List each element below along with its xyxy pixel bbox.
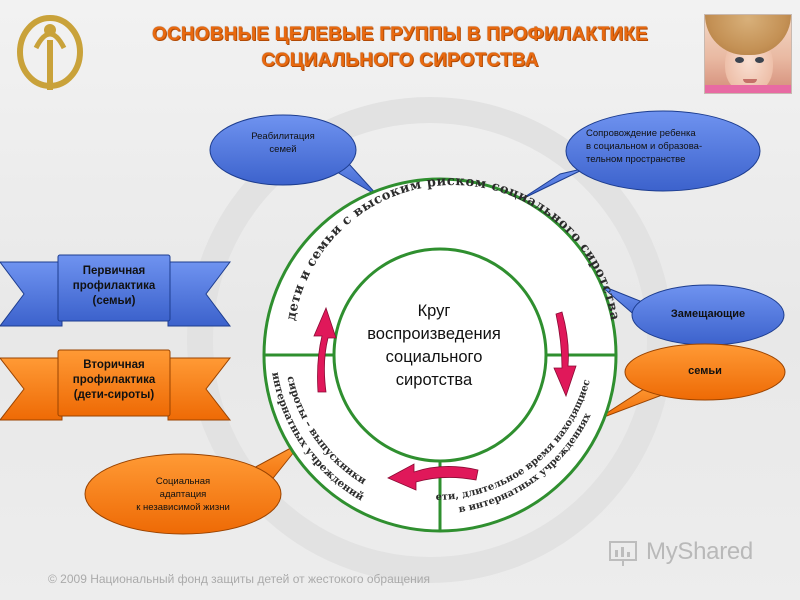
bubble-support xyxy=(519,110,761,201)
ribbon-secondary-text: Вторичная профилактика (дети-сироты) xyxy=(72,359,156,401)
arrow-left-up xyxy=(313,306,337,393)
ribbon-primary-text: Первичная профилактика (семьи) xyxy=(72,265,156,307)
ribbon-secondary xyxy=(0,349,232,421)
bubble-families-text: семьи xyxy=(688,365,722,377)
ribbon-primary xyxy=(0,254,231,327)
bubble-families xyxy=(595,343,786,421)
bubble-adaptation-text: Социальная адаптация к независимой жизни xyxy=(136,476,230,513)
presentation-icon xyxy=(609,541,637,566)
bubble-support-text: Сопровождение ребенка в социальном и обр… xyxy=(586,128,703,165)
footer-copyright: © 2009 Национальный фонд защиты детей от… xyxy=(48,572,430,586)
title-line-2: СОЦИАЛЬНОГО СИРОТСТВА xyxy=(261,50,539,71)
title-line-1: ОСНОВНЫЕ ЦЕЛЕВЫЕ ГРУППЫ В ПРОФИЛАКТИКЕ xyxy=(151,24,648,45)
watermark-ring xyxy=(187,97,673,583)
brand-watermark: MyShared xyxy=(646,538,753,565)
page-title: ОСНОВНЫЕ ЦЕЛЕВЫЕ ГРУППЫ В ПРОФИЛАКТИКЕ С… xyxy=(110,22,690,74)
bubble-rehabilitation-text: Реабилитация семей xyxy=(251,131,315,155)
child-photo xyxy=(704,14,792,94)
bubble-adaptation xyxy=(84,441,303,535)
foundation-logo-icon xyxy=(17,15,83,90)
arrow-right-down xyxy=(553,311,577,398)
arrow-bottom-left xyxy=(387,463,479,491)
bubble-rehabilitation xyxy=(209,114,379,197)
bubble-substitute-text: Замещающие xyxy=(670,308,746,320)
circle-center-text: Круг воспроизведения социального сиротст… xyxy=(367,302,501,389)
